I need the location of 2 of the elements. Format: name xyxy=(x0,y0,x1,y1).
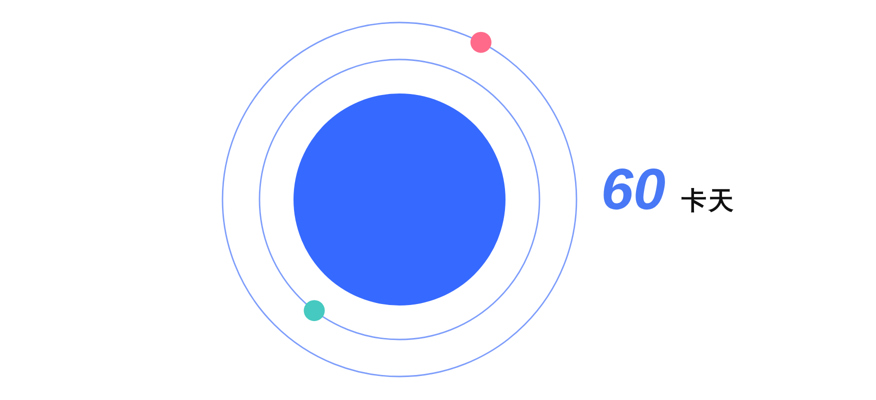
stat-unit: 卡天 xyxy=(682,186,736,216)
stat-value: 60 xyxy=(601,161,666,219)
